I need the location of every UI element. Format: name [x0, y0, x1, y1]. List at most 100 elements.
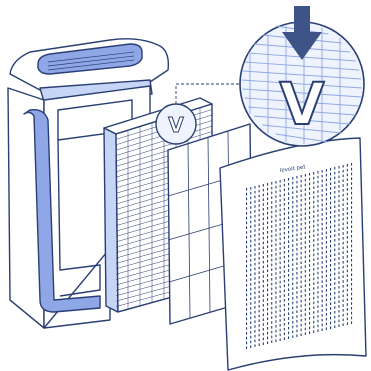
vent-hole: [254, 316, 255, 319]
vent-hole: [263, 256, 264, 259]
vent-hole: [305, 289, 306, 292]
vent-hole: [330, 298, 331, 301]
vent-hole: [330, 307, 331, 310]
vent-hole: [288, 279, 289, 282]
vent-hole: [330, 278, 331, 281]
vent-hole: [292, 316, 293, 319]
vent-hole: [271, 225, 272, 228]
vent-hole: [275, 186, 276, 189]
vent-hole: [250, 240, 251, 243]
vent-hole: [254, 340, 255, 343]
vent-hole: [246, 289, 247, 292]
vent-hole: [338, 315, 339, 318]
vent-hole: [267, 327, 268, 330]
vent-hole: [296, 306, 297, 309]
vent-hole: [322, 276, 323, 279]
vent-hole: [330, 235, 331, 238]
vent-hole: [275, 320, 276, 323]
vent-hole: [275, 301, 276, 304]
vent-hole: [271, 307, 272, 310]
vent-hole: [326, 299, 327, 302]
vent-hole: [317, 315, 318, 318]
vent-hole: [330, 326, 331, 329]
vent-hole: [305, 270, 306, 273]
vent-hole: [250, 245, 251, 248]
vent-hole: [313, 302, 314, 305]
vent-hole: [271, 312, 272, 315]
vent-hole: [313, 230, 314, 233]
vent-hole: [330, 211, 331, 214]
vent-hole: [271, 326, 272, 329]
vent-hole: [296, 272, 297, 275]
vent-hole: [263, 261, 264, 264]
vent-hole: [334, 311, 335, 314]
vent-hole: [250, 317, 251, 320]
vent-hole: [338, 305, 339, 308]
vent-hole: [296, 262, 297, 265]
vent-hole: [317, 281, 318, 284]
vent-hole: [296, 277, 297, 280]
vent-hole: [309, 178, 310, 181]
vent-hole: [334, 282, 335, 285]
vent-hole: [343, 175, 344, 178]
vent-hole: [263, 270, 264, 273]
vent-hole: [322, 295, 323, 298]
vent-hole: [334, 186, 335, 189]
vent-hole: [263, 246, 264, 249]
vent-hole: [343, 314, 344, 317]
vent-hole: [301, 285, 302, 288]
vent-hole: [254, 239, 255, 242]
vent-hole: [343, 251, 344, 254]
vent-hole: [301, 300, 302, 303]
vent-hole: [322, 328, 323, 331]
vent-hole: [317, 267, 318, 270]
vent-hole: [263, 280, 264, 283]
vent-hole: [326, 318, 327, 321]
vent-hole: [288, 260, 289, 263]
vent-hole: [338, 166, 339, 169]
vent-hole: [288, 221, 289, 224]
vent-hole: [301, 204, 302, 207]
vent-hole: [326, 260, 327, 263]
vent-hole: [330, 206, 331, 209]
vent-hole: [313, 278, 314, 281]
vent-hole: [343, 208, 344, 211]
vent-hole: [275, 195, 276, 198]
vent-hole: [254, 244, 255, 247]
vent-hole: [267, 308, 268, 311]
vent-hole: [288, 322, 289, 325]
vent-hole: [305, 318, 306, 321]
vent-hole: [280, 324, 281, 327]
vent-hole: [280, 214, 281, 217]
vent-hole: [250, 264, 251, 267]
vent-hole: [292, 211, 293, 214]
vent-hole: [334, 201, 335, 204]
vent-hole: [334, 205, 335, 208]
vent-hole: [259, 305, 260, 308]
vent-hole: [317, 209, 318, 212]
vent-hole: [292, 196, 293, 199]
vent-hole: [313, 273, 314, 276]
vent-hole: [338, 238, 339, 241]
vent-hole: [351, 192, 352, 195]
vent-hole: [313, 254, 314, 257]
vent-hole: [343, 275, 344, 278]
vent-hole: [271, 316, 272, 319]
vent-hole: [301, 309, 302, 312]
vent-hole: [301, 180, 302, 183]
vent-hole: [263, 194, 264, 197]
vent-hole: [317, 219, 318, 222]
vent-hole: [263, 189, 264, 192]
vent-hole: [267, 303, 268, 306]
vent-hole: [351, 249, 352, 252]
vent-hole: [326, 294, 327, 297]
vent-hole: [267, 284, 268, 287]
vent-hole: [305, 275, 306, 278]
vent-hole: [259, 319, 260, 322]
vent-hole: [280, 266, 281, 269]
vent-hole: [246, 265, 247, 268]
vent-hole: [284, 337, 285, 340]
vent-hole: [313, 330, 314, 333]
vent-hole: [309, 235, 310, 238]
